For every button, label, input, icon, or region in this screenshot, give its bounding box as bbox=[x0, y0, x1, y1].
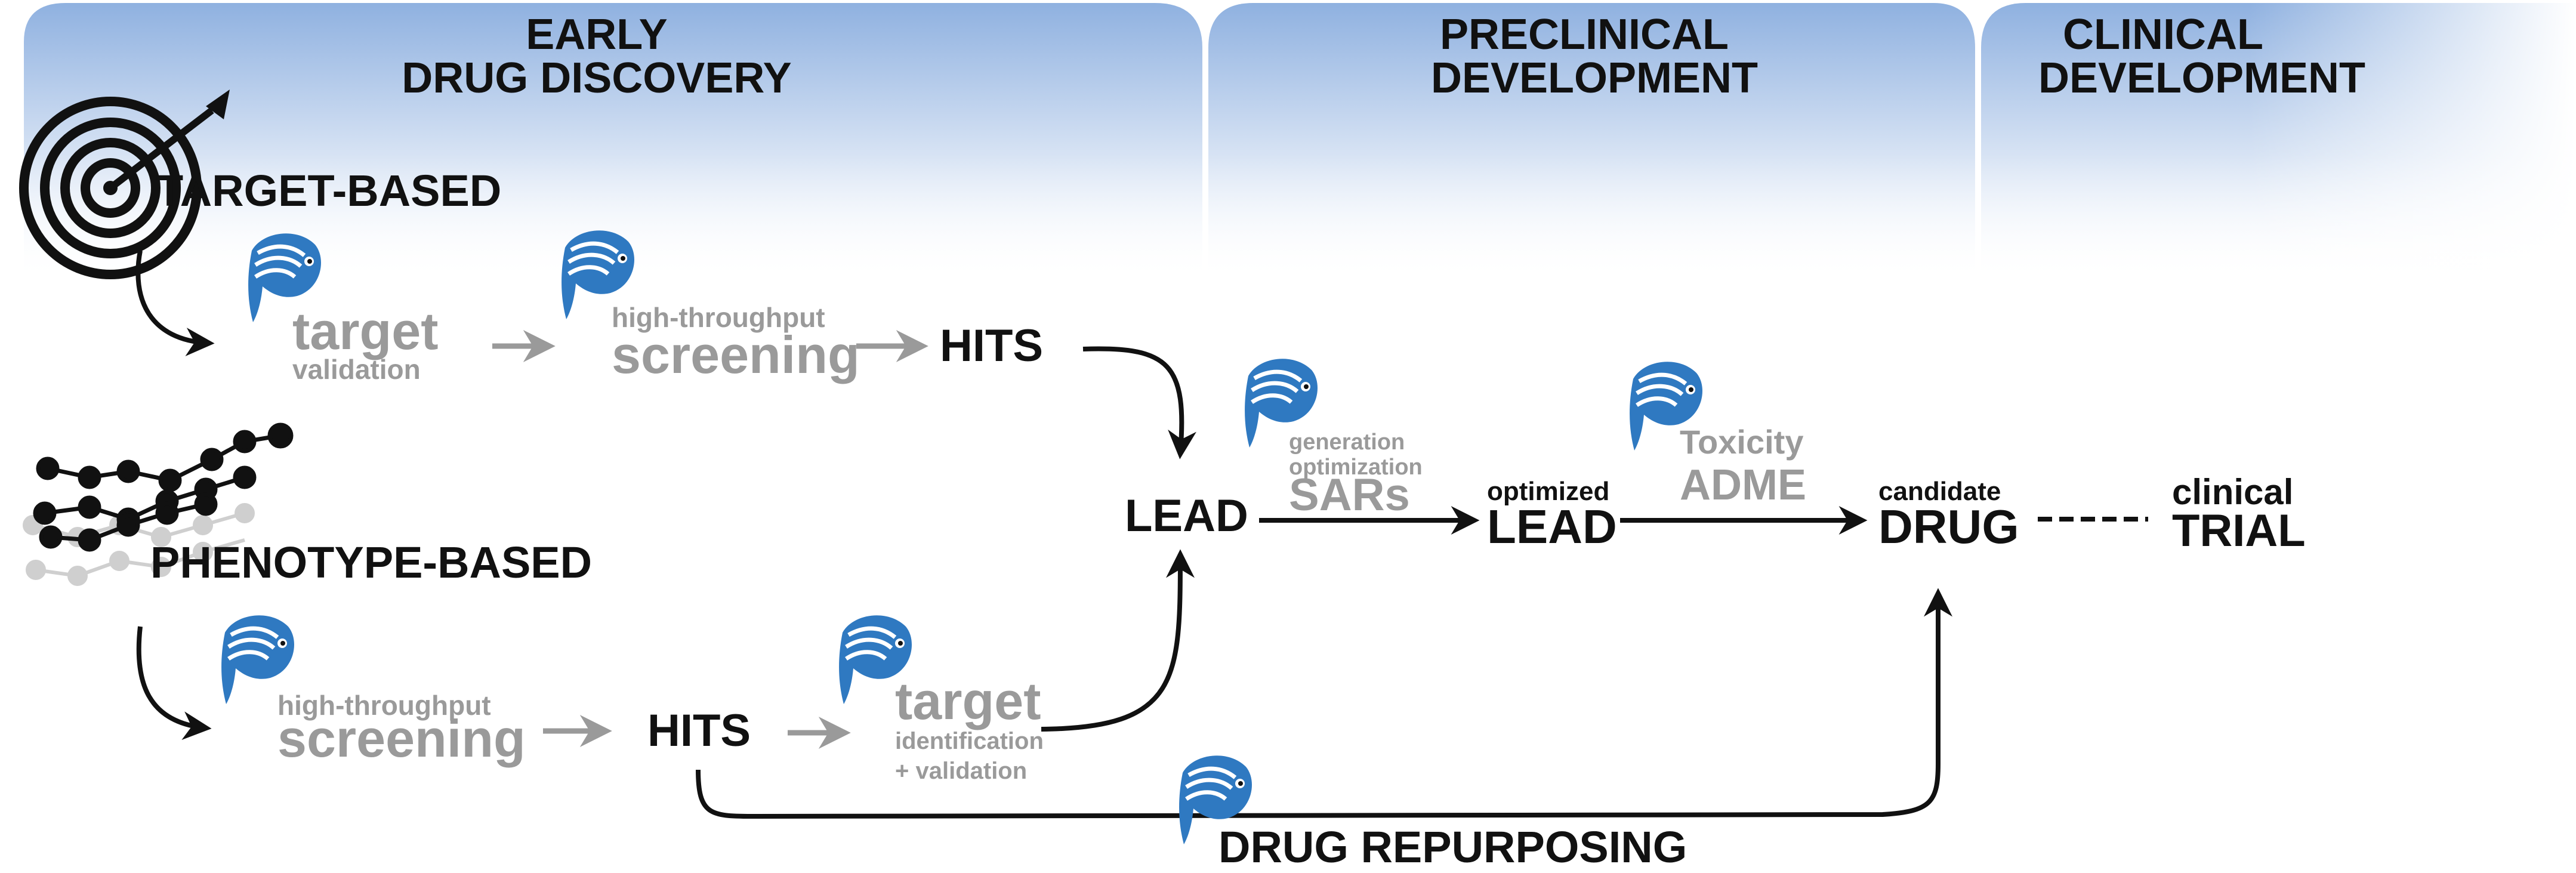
target-hts-sub: high-throughput bbox=[612, 302, 825, 333]
sar-line1: generation bbox=[1289, 430, 1405, 455]
phase-title-clinical-line2: DEVELOPMENT bbox=[2038, 54, 2365, 102]
clinical-trial-main: TRIAL bbox=[2172, 505, 2306, 556]
arrow-target-id-to-lead bbox=[1041, 549, 1195, 732]
target-dart-icon bbox=[19, 90, 230, 279]
phenotype-hits: HITS bbox=[647, 705, 751, 756]
phase-title-early-line2: DRUG DISCOVERY bbox=[402, 54, 791, 102]
target-validation-main: target bbox=[292, 301, 439, 360]
target-validation-sub: validation bbox=[292, 354, 421, 385]
target-hits: HITS bbox=[940, 320, 1043, 371]
phase-title-clinical-line1: CLINICAL bbox=[2063, 11, 2263, 58]
optimized-lead-main: LEAD bbox=[1487, 500, 1617, 553]
phase-title-preclinical-line1: PRECLINICAL bbox=[1440, 11, 1729, 58]
candidate-drug-small: candidate bbox=[1878, 477, 2001, 506]
clinical-trial-small: clinical bbox=[2172, 472, 2293, 512]
toxicity-line2: ADME bbox=[1680, 461, 1806, 509]
phenotype-hts-sub: high-throughput bbox=[277, 690, 491, 721]
phenotype-target-main: target bbox=[895, 671, 1041, 730]
arrow-phenotype-to-hts bbox=[136, 626, 212, 741]
toxicity-line1: Toxicity bbox=[1680, 423, 1803, 461]
candidate-drug-main: DRUG bbox=[1878, 500, 2019, 553]
lead-label: LEAD bbox=[1125, 491, 1248, 541]
phase-panel-preclinical: PRECLINICAL DEVELOPMENT bbox=[1208, 3, 1975, 280]
arrow-drug-repurposing bbox=[696, 588, 1952, 819]
sar-main: SARs bbox=[1289, 470, 1410, 520]
phenotype-based-title: PHENOTYPE-BASED bbox=[150, 538, 592, 587]
phase-panel-clinical: CLINICAL DEVELOPMENT bbox=[1981, 0, 2576, 280]
arrow-target-hits-to-lead bbox=[1082, 346, 1196, 459]
optimized-lead-small: optimized bbox=[1487, 477, 1609, 506]
sar-line2: optimization bbox=[1289, 455, 1423, 480]
phenotype-hts-main: screening bbox=[277, 709, 526, 768]
phenotype-target-sub1: identification bbox=[895, 728, 1044, 754]
network-graph-icon bbox=[23, 422, 294, 586]
phase-title-early-line1: EARLY bbox=[526, 11, 667, 58]
phase-panel-early-discovery: EARLY DRUG DISCOVERY bbox=[24, 3, 1202, 280]
target-based-title: TARGET-BASED bbox=[156, 166, 501, 215]
phase-title-preclinical-line2: DEVELOPMENT bbox=[1431, 54, 1758, 102]
arrow-target-to-validation bbox=[135, 250, 215, 357]
drug-repurposing-label: DRUG REPURPOSING bbox=[1218, 822, 1687, 870]
target-hts-main: screening bbox=[612, 325, 860, 384]
phenotype-target-sub2: + validation bbox=[895, 758, 1027, 784]
